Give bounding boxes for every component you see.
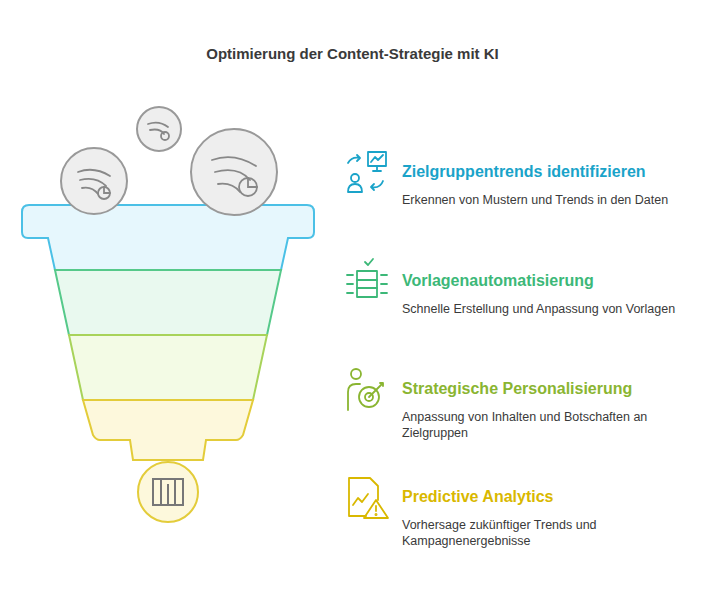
item-description: Anpassung von Inhalten und Botschaften a… xyxy=(402,409,680,441)
item-heading: Zielgruppentrends identifizieren xyxy=(402,162,680,182)
item-heading: Vorlagenautomatisierung xyxy=(402,271,680,291)
item-description: Schnelle Erstellung und Anpassung von Vo… xyxy=(402,301,680,317)
item-heading: Strategische Personalisierung xyxy=(402,379,680,399)
diagram-title: Optimierung der Content-Strategie mit KI xyxy=(0,45,705,62)
item-description: Erkennen von Mustern und Trends in den D… xyxy=(402,192,680,208)
item-description: Vorhersage zukünftiger Trends und Kampag… xyxy=(402,517,680,549)
feature-item: Predictive AnalyticsVorhersage zukünftig… xyxy=(402,487,680,549)
feature-item: VorlagenautomatisierungSchnelle Erstellu… xyxy=(402,271,680,317)
feature-item: Strategische PersonalisierungAnpassung v… xyxy=(402,379,680,441)
feature-item: Zielgruppentrends identifizierenErkennen… xyxy=(402,162,680,208)
item-heading: Predictive Analytics xyxy=(402,487,680,507)
